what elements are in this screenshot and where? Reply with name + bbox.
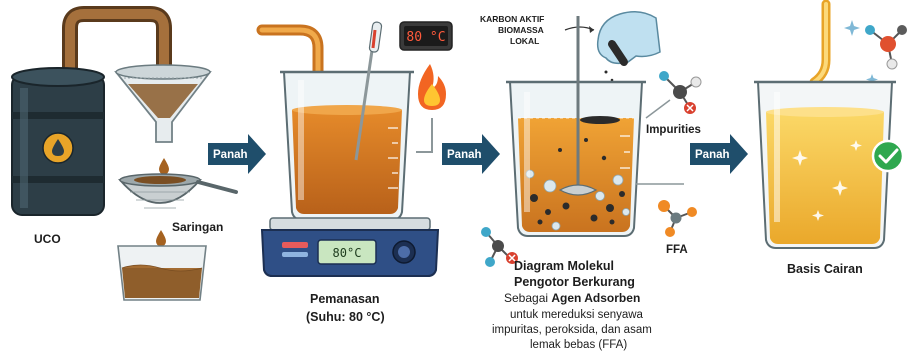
beaker-adsorption <box>506 16 646 237</box>
arrow-2-label: Panah <box>447 149 482 161</box>
pipe-outline <box>62 6 172 78</box>
arrow-2: Panah <box>442 134 500 174</box>
beaker-heating <box>280 70 414 221</box>
thermometer-icon <box>354 21 383 161</box>
result-molecule-icon <box>865 25 907 70</box>
karbon-label-2: BIOMASSA <box>498 25 544 35</box>
desc-line-3: impuritas, peroksida, dan asam <box>492 324 652 336</box>
karbon-label-3: LOKAL <box>510 36 539 46</box>
drop-2 <box>156 230 166 246</box>
karbon-label-1: KARBON AKTIF <box>480 14 544 24</box>
drop-1 <box>159 158 169 174</box>
ffa-label: FFA <box>666 244 688 256</box>
beaker-result <box>754 80 896 249</box>
arrow-3-label: Panah <box>695 149 730 161</box>
arrow-1: Panah <box>208 134 266 174</box>
temperature-display-value: 80 °C <box>406 30 445 45</box>
oil-drop-icon <box>52 139 64 156</box>
impurities-molecule-icon <box>659 71 702 114</box>
hotplate-display-value: 80°C <box>333 246 362 260</box>
filtered-container <box>117 245 207 301</box>
ffa-molecule-icon <box>658 200 697 237</box>
arrow-1-label: Panah <box>213 149 248 161</box>
check-icon <box>871 139 905 173</box>
hotplate-indicator <box>282 242 308 248</box>
strainer <box>118 173 238 209</box>
desc-line-4: lemak bebas (FFA) <box>530 339 627 351</box>
arrow-3: Panah <box>690 134 748 174</box>
basis-label: Basis Cairan <box>787 262 863 276</box>
pemanasan-title: Pemanasan <box>310 292 379 306</box>
result-stage: Basis Cairan <box>754 0 907 276</box>
glove-icon <box>596 11 661 66</box>
saringan-label: Saringan <box>172 220 223 234</box>
hotplate-display <box>317 239 377 265</box>
sparkles <box>844 20 878 85</box>
diagram-title-1: Diagram Molekul <box>514 259 614 273</box>
desc-line-2: untuk mereduksi senyawa <box>510 309 644 321</box>
barrel <box>11 67 105 216</box>
heating-stage: 80 °C 80°C Pemanasan (Suhu: 80 °C) <box>256 21 453 324</box>
impurities-label: Impurities <box>646 124 701 136</box>
connector-line <box>416 118 433 153</box>
left-molecule-icon <box>481 227 518 267</box>
diagram-title-2: Pengotor Berkurang <box>514 275 635 289</box>
fire-icon <box>418 64 446 110</box>
pemanasan-temp: (Suhu: 80 °C) <box>306 310 385 324</box>
uco-stage: UCO Saringan <box>11 6 238 301</box>
uco-label: UCO <box>34 232 61 246</box>
hotplate: 80°C <box>260 217 440 277</box>
adsorption-stage: KARBON AKTIF BIOMASSA LOKAL <box>480 11 702 351</box>
desc-line-1: Sebagai Agen Adsorben <box>504 291 640 305</box>
temperature-display: 80 °C <box>399 21 453 51</box>
funnel <box>114 64 212 143</box>
pipe <box>65 9 169 75</box>
